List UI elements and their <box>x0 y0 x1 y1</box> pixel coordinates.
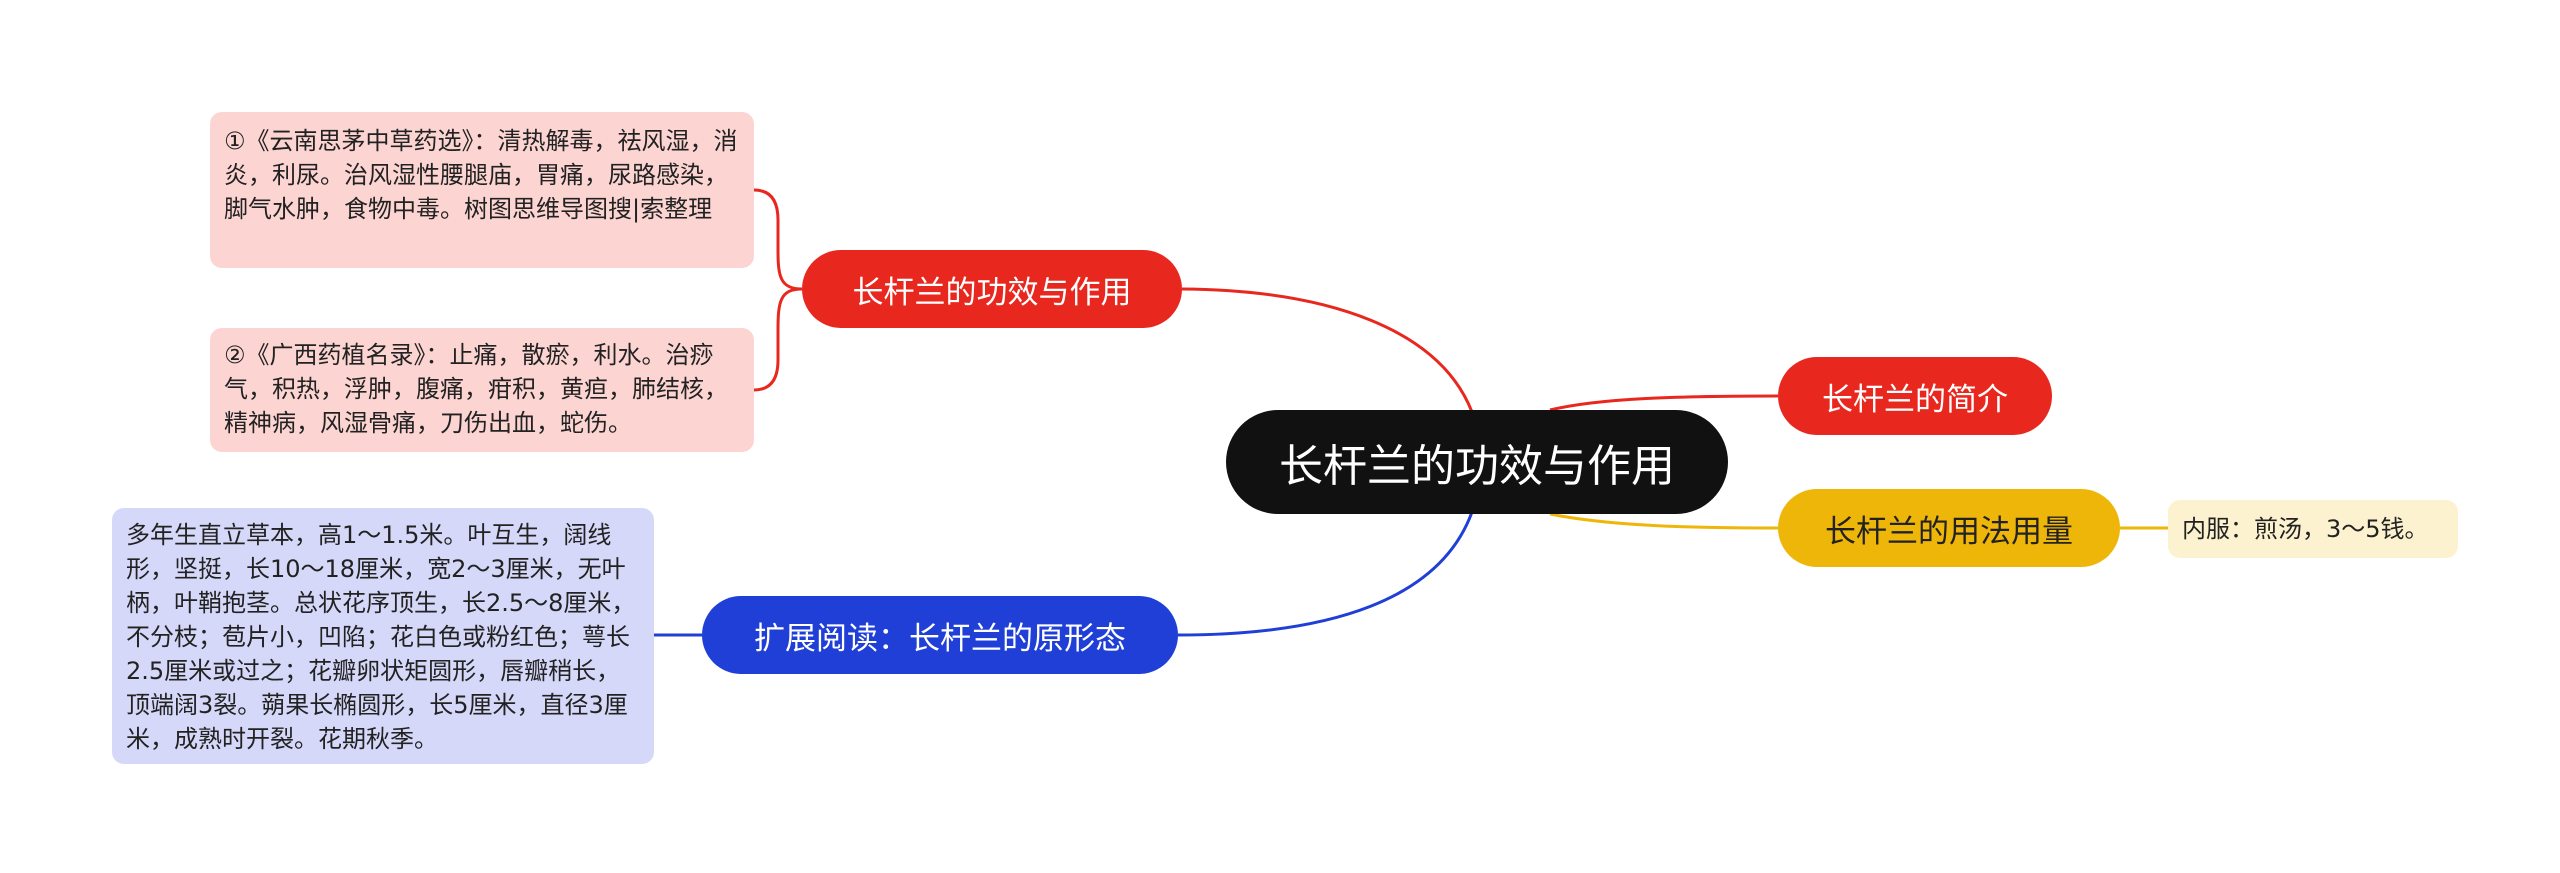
connector-effects-detail-2 <box>753 287 803 392</box>
connector-effects-detail-1 <box>753 188 803 291</box>
effects-detail-guangxi[interactable]: ②《广西药植名录》：止痛，散瘀，利水。治痧气，积热，浮肿，腹痛，疳积，黄疸，肺结… <box>210 328 754 452</box>
central-topic[interactable]: 长杆兰的功效与作用 <box>1226 410 1728 514</box>
connector-root-usage <box>1549 512 1779 530</box>
effects-detail-yunnan[interactable]: ①《云南思茅中草药选》：清热解毒，祛风湿，消炎，利尿。治风湿性腰腿庙，胃痛，尿路… <box>210 112 754 268</box>
usage-detail-dosage[interactable]: 内服：煎汤，3～5钱。 <box>2168 500 2458 558</box>
connector-root-intro <box>1549 394 1779 412</box>
branch-usage[interactable]: 长杆兰的用法用量 <box>1778 489 2120 567</box>
branch-effects[interactable]: 长杆兰的功效与作用 <box>802 250 1182 328</box>
branch-reading[interactable]: 扩展阅读：长杆兰的原形态 <box>702 596 1178 674</box>
connector-root-reading <box>1177 511 1474 637</box>
reading-detail-morphology[interactable]: 多年生直立草本，高1～1.5米。叶互生，阔线形，坚挺，长10～18厘米，宽2～3… <box>112 508 654 764</box>
connector-root-effects <box>1181 287 1474 413</box>
branch-intro[interactable]: 长杆兰的简介 <box>1778 357 2052 435</box>
